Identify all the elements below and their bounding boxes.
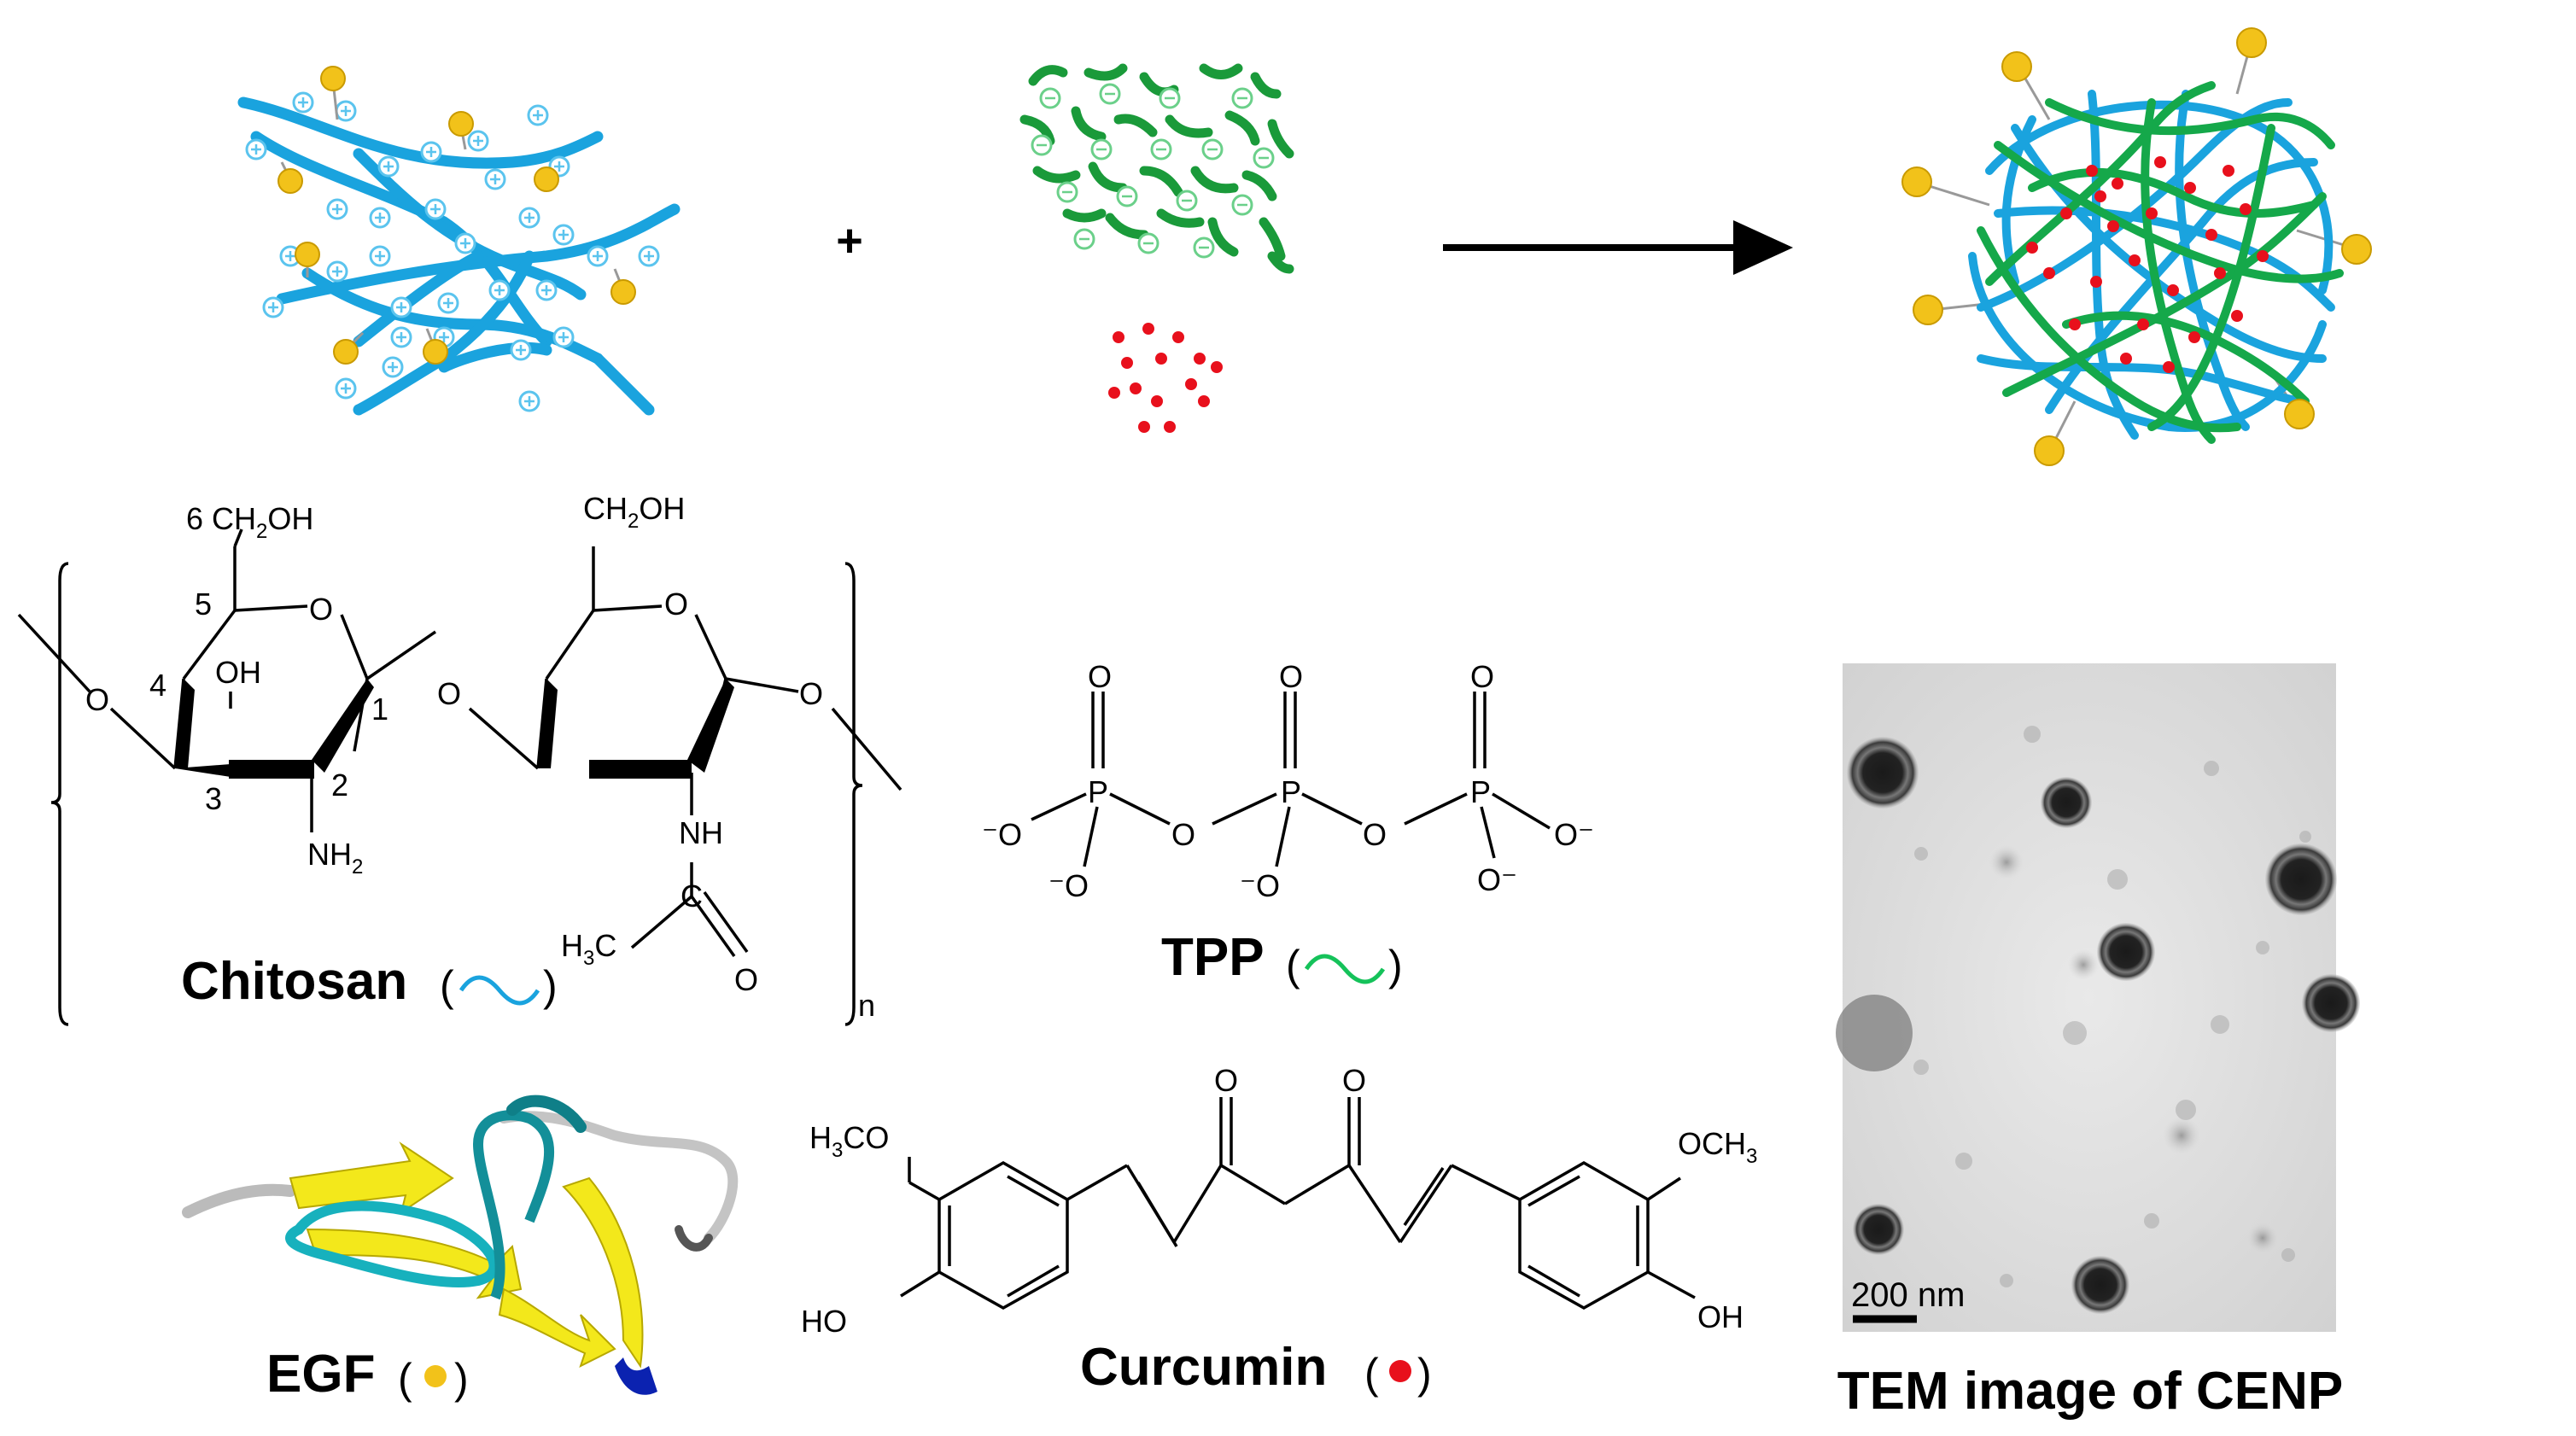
svg-text:O: O — [1342, 1063, 1366, 1098]
scale-bar-label: 200 nm — [1851, 1276, 1965, 1314]
curcumin-structure — [900, 1097, 1696, 1310]
tem-image: 200 nm — [1836, 663, 2360, 1332]
tem-particle — [2302, 974, 2360, 1032]
svg-text:P: P — [1088, 774, 1108, 809]
svg-text:(: ( — [398, 1355, 412, 1403]
chitosan-structure — [17, 528, 902, 1026]
svg-text:OCH3: OCH3 — [1678, 1126, 1757, 1168]
svg-text:H3C: H3C — [561, 928, 616, 970]
svg-text:2: 2 — [331, 768, 348, 803]
svg-text:CH2OH: CH2OH — [583, 491, 685, 533]
svg-text:EGF: EGF — [266, 1345, 375, 1404]
svg-text:O: O — [437, 676, 461, 711]
svg-text:): ) — [543, 962, 558, 1010]
chitosan-wedge-bonds — [175, 679, 734, 779]
egf-ribbon-illustration — [182, 1095, 739, 1395]
tem-particle — [2071, 1256, 2129, 1314]
tem-particle — [1847, 737, 1919, 808]
svg-text:O: O — [1214, 1063, 1238, 1098]
tpp-structure — [1031, 692, 1551, 867]
egf-dot-symbol — [424, 1365, 447, 1387]
svg-text:O: O — [1279, 659, 1303, 694]
tpp-curcumin-illustration — [1019, 63, 1294, 433]
svg-text:H3CO: H3CO — [809, 1120, 889, 1162]
svg-text:O: O — [85, 682, 109, 717]
svg-text:): ) — [1417, 1350, 1432, 1398]
tem-particle — [2041, 777, 2092, 828]
svg-text:⁻O: ⁻O — [1049, 868, 1089, 903]
svg-text:O: O — [1363, 817, 1387, 852]
svg-text:1: 1 — [371, 692, 388, 727]
svg-text:O: O — [1470, 659, 1494, 694]
svg-text:(: ( — [1364, 1350, 1379, 1398]
svg-text:(: ( — [440, 962, 454, 1010]
egf-caption: EGF ( ) — [266, 1345, 469, 1404]
svg-text:OH: OH — [215, 655, 261, 690]
svg-text:): ) — [454, 1355, 469, 1403]
svg-text:5: 5 — [195, 587, 212, 622]
tpp-wave-symbol — [1304, 954, 1386, 984]
tem-particle — [1853, 1204, 1904, 1255]
svg-text:O: O — [1171, 817, 1195, 852]
svg-text:P: P — [1281, 774, 1301, 809]
svg-text:P: P — [1470, 774, 1491, 809]
svg-text:Chitosan: Chitosan — [181, 952, 407, 1011]
tpp-caption: TPP ( ) — [1161, 928, 1403, 989]
curcumin-dot-symbol — [1389, 1360, 1411, 1382]
chitosan-caption: Chitosan ( ) — [181, 952, 558, 1011]
svg-text:n: n — [858, 988, 875, 1023]
svg-text:TPP: TPP — [1161, 928, 1265, 987]
svg-text:O: O — [309, 592, 333, 627]
svg-text:NH2: NH2 — [307, 837, 363, 879]
svg-text:Curcumin: Curcumin — [1080, 1338, 1327, 1397]
chitosan-atom-labels: 6 CH2OH CH2OH 5 O O O 4 OH 1 O O 3 2 NH2… — [85, 491, 875, 1023]
chitosan-wave-symbol — [459, 975, 540, 1006]
svg-text:O: O — [664, 587, 688, 622]
svg-text:C: C — [681, 879, 703, 914]
svg-text:4: 4 — [149, 668, 166, 703]
svg-text:3: 3 — [205, 781, 222, 816]
svg-text:⁻O: ⁻O — [1240, 868, 1280, 903]
reaction-arrow — [1443, 220, 1793, 275]
svg-text:HO: HO — [801, 1304, 847, 1339]
svg-text:O: O — [734, 962, 758, 997]
svg-text:O: O — [799, 676, 823, 711]
svg-text:⁻O: ⁻O — [982, 817, 1022, 852]
svg-text:O⁻: O⁻ — [1477, 862, 1517, 897]
tem-particle — [2097, 923, 2155, 981]
svg-text:6 CH2OH: 6 CH2OH — [186, 501, 313, 543]
curcumin-atom-labels: H3CO HO O O OCH3 OH — [801, 1063, 1757, 1339]
chitosan-network-illustration — [237, 66, 681, 416]
tem-caption: TEM image of CENP — [1837, 1362, 2344, 1421]
svg-text:): ) — [1388, 942, 1403, 989]
svg-text:NH: NH — [679, 815, 723, 850]
svg-text:O: O — [1088, 659, 1112, 694]
cenp-nanoparticle-illustration — [1901, 27, 2372, 466]
svg-text:OH: OH — [1697, 1299, 1744, 1334]
curcumin-caption: Curcumin ( ) — [1080, 1338, 1432, 1398]
svg-text:O⁻: O⁻ — [1554, 817, 1594, 852]
tpp-atom-labels: O O O P P P ⁻O O O O⁻ ⁻O ⁻O O⁻ — [982, 659, 1594, 903]
svg-text:(: ( — [1286, 942, 1300, 989]
tem-particle — [2265, 844, 2337, 915]
plus-sign: + — [836, 215, 863, 266]
